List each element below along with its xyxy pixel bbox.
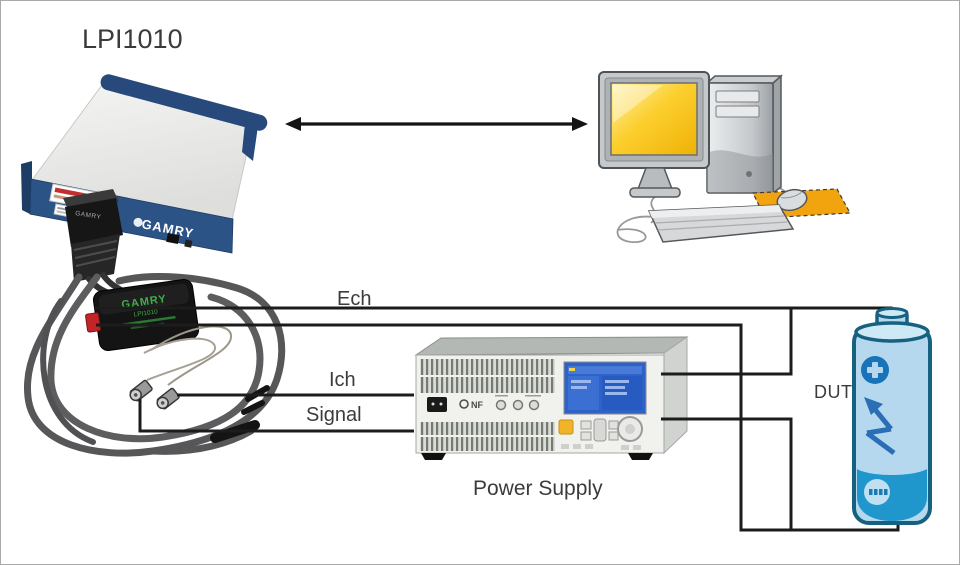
gamry-leaf-icon <box>133 217 143 227</box>
wiring <box>95 306 900 532</box>
power-supply-negative-wire <box>661 417 793 530</box>
ech-sense-wire-positive <box>95 306 893 318</box>
ich-label: Ich <box>329 369 356 391</box>
foot <box>628 453 653 460</box>
drive-bay <box>715 90 760 103</box>
power-supply: NF <box>414 336 689 460</box>
monitor <box>598 71 710 198</box>
power-supply-brand-logo: NF <box>471 400 483 410</box>
front-connectors <box>495 395 541 411</box>
connector-brand-logo: GAMRY <box>75 210 102 221</box>
back-rail <box>100 74 268 131</box>
keyboard-cable <box>616 215 654 243</box>
potentiostat: GAMRY <box>21 74 268 254</box>
lcd-screen <box>563 361 647 415</box>
panel-buttons <box>561 418 619 449</box>
cell-cable-connector: GAMRY <box>63 189 123 282</box>
computer-illustration <box>598 71 851 243</box>
ech-label: Ech <box>337 288 372 310</box>
cable-tip <box>241 400 265 415</box>
signal-wire <box>138 399 414 433</box>
power-supply-label: Power Supply <box>473 477 603 500</box>
tower-case <box>705 74 783 195</box>
arrowhead-right-icon <box>572 117 588 131</box>
signal-label: Signal <box>306 404 362 426</box>
sense-leads <box>129 325 233 410</box>
adapter-red-connector <box>85 312 101 333</box>
dut-battery <box>852 307 932 525</box>
plus-icon <box>861 356 889 384</box>
keyboard <box>647 204 795 243</box>
lightning-arrow-icon <box>864 397 896 456</box>
preset-button <box>558 419 574 435</box>
power-button-icon <box>746 171 752 177</box>
diagram-title: LPI1010 <box>82 24 183 54</box>
usb-port <box>166 232 180 245</box>
bnc-connector <box>129 379 153 402</box>
minus-icon <box>864 479 890 505</box>
foot <box>421 453 446 460</box>
arrowhead-left-icon <box>285 117 301 131</box>
usb-link-arrow <box>285 117 588 131</box>
nf-logo-icon <box>459 399 469 409</box>
drive-bay <box>715 105 760 118</box>
adapter-model-label: LPI1010 <box>133 308 158 318</box>
dut-label: DUT <box>814 382 853 402</box>
power-supply-positive-wire <box>661 308 793 376</box>
ech-sense-wire-negative <box>96 323 900 532</box>
monitor-stand <box>636 167 674 190</box>
power-switch <box>427 397 447 412</box>
bnc-connector <box>156 387 180 410</box>
aux-port <box>184 239 193 248</box>
mouse <box>776 188 808 212</box>
monitor-screen <box>610 82 698 156</box>
